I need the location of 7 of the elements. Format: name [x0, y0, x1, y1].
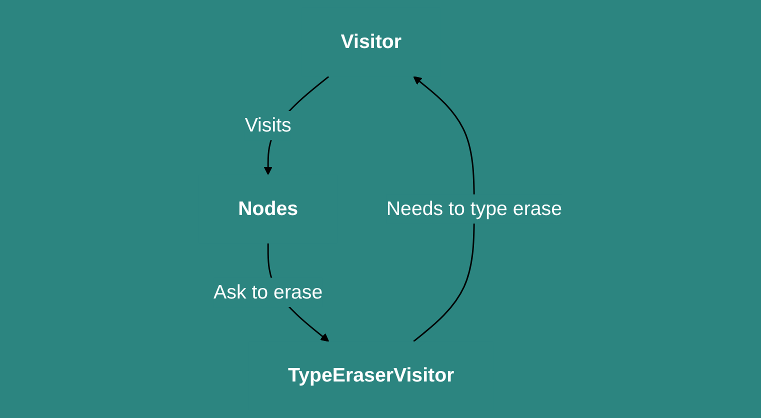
- arrow: [413, 76, 475, 342]
- node-text: Nodes: [238, 198, 298, 220]
- node-text: TypeEraserVisitor: [288, 365, 454, 387]
- edge-label: Needs to type erase: [386, 198, 562, 220]
- edge-label: Ask to erase: [214, 282, 323, 304]
- edge-label: Visits: [244, 114, 292, 136]
- node-text: Visitor: [340, 31, 402, 53]
